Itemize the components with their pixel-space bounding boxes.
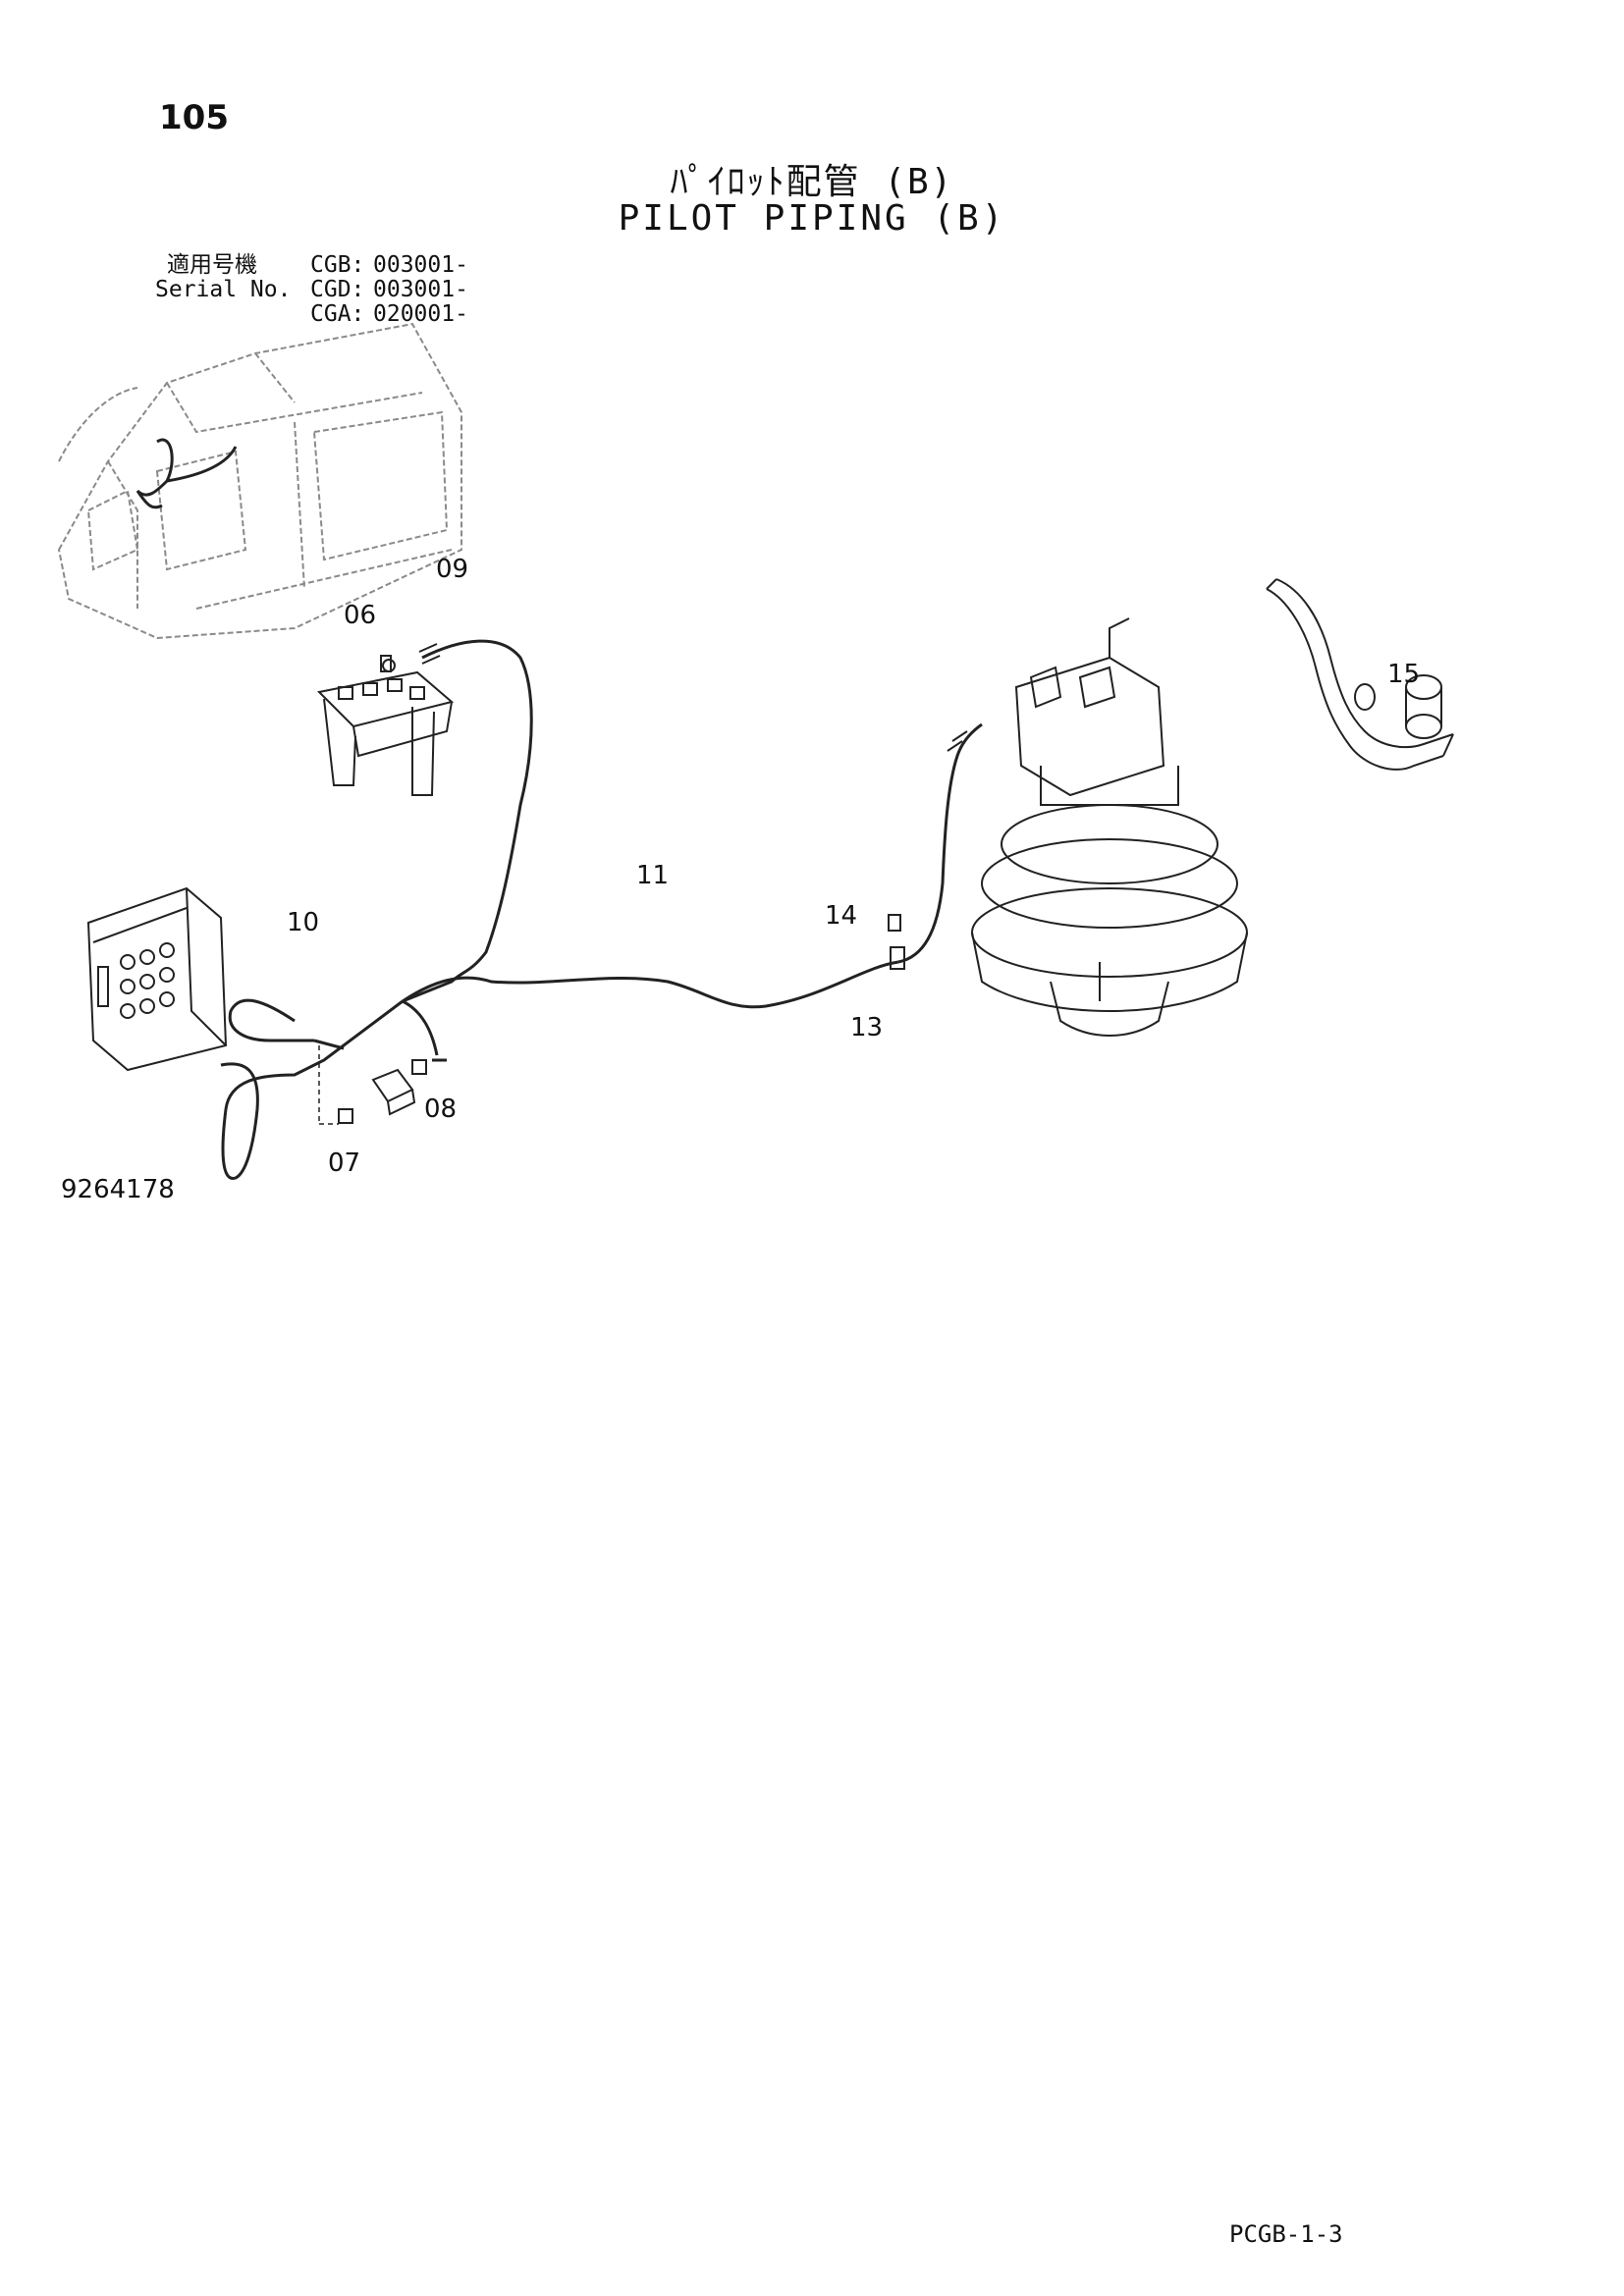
callout-09: 09 [436, 555, 469, 584]
clamp-13 [890, 946, 905, 970]
callout-07: 07 [328, 1148, 361, 1178]
fitting-06 [380, 655, 392, 672]
serial-model: CGB: [310, 252, 365, 278]
cab-wiring-highlight [135, 438, 238, 509]
callout-11: 11 [636, 861, 670, 890]
serial-model: CGA: [310, 301, 365, 327]
figure-id: 9264178 [61, 1175, 175, 1204]
callout-15: 15 [1387, 660, 1421, 689]
hose-11 [402, 960, 899, 1062]
control-valve [86, 886, 228, 1072]
callout-14: 14 [825, 901, 858, 931]
bolt-14 [888, 914, 901, 932]
page-code: PCGB-1-3 [1229, 2220, 1343, 2248]
callout-13: 13 [850, 1013, 884, 1042]
serial-number: 003001- [373, 277, 468, 302]
title-english: PILOT PIPING (B) [618, 198, 1006, 239]
serial-model: CGD: [310, 277, 365, 302]
callout-10: 10 [287, 908, 320, 937]
pilot-valve-block [316, 659, 455, 796]
serial-number: 020001- [373, 301, 468, 327]
serial-label-jp: 適用号機 [167, 252, 257, 278]
serial-label-en: Serial No. [155, 277, 292, 302]
hose-lower-loop [220, 999, 404, 1180]
callout-06: 06 [344, 601, 377, 630]
adapter-block [371, 1068, 416, 1116]
leader-lines [318, 1045, 339, 1125]
excavator-cab-sketch [57, 322, 462, 640]
fitting-08 [411, 1059, 427, 1075]
page-number: 105 [159, 98, 229, 137]
serial-number: 003001- [373, 252, 468, 278]
pipe-assembly-15 [1266, 578, 1454, 771]
adapter-07 [338, 1108, 353, 1124]
hose-09 [402, 639, 533, 1003]
title-japanese: ﾊﾟｲﾛｯﾄ配管 (B) [670, 162, 954, 202]
callout-08: 08 [424, 1095, 458, 1124]
hose-motor [897, 722, 983, 964]
hose-10 [228, 998, 345, 1050]
swing-motor [971, 617, 1248, 1037]
